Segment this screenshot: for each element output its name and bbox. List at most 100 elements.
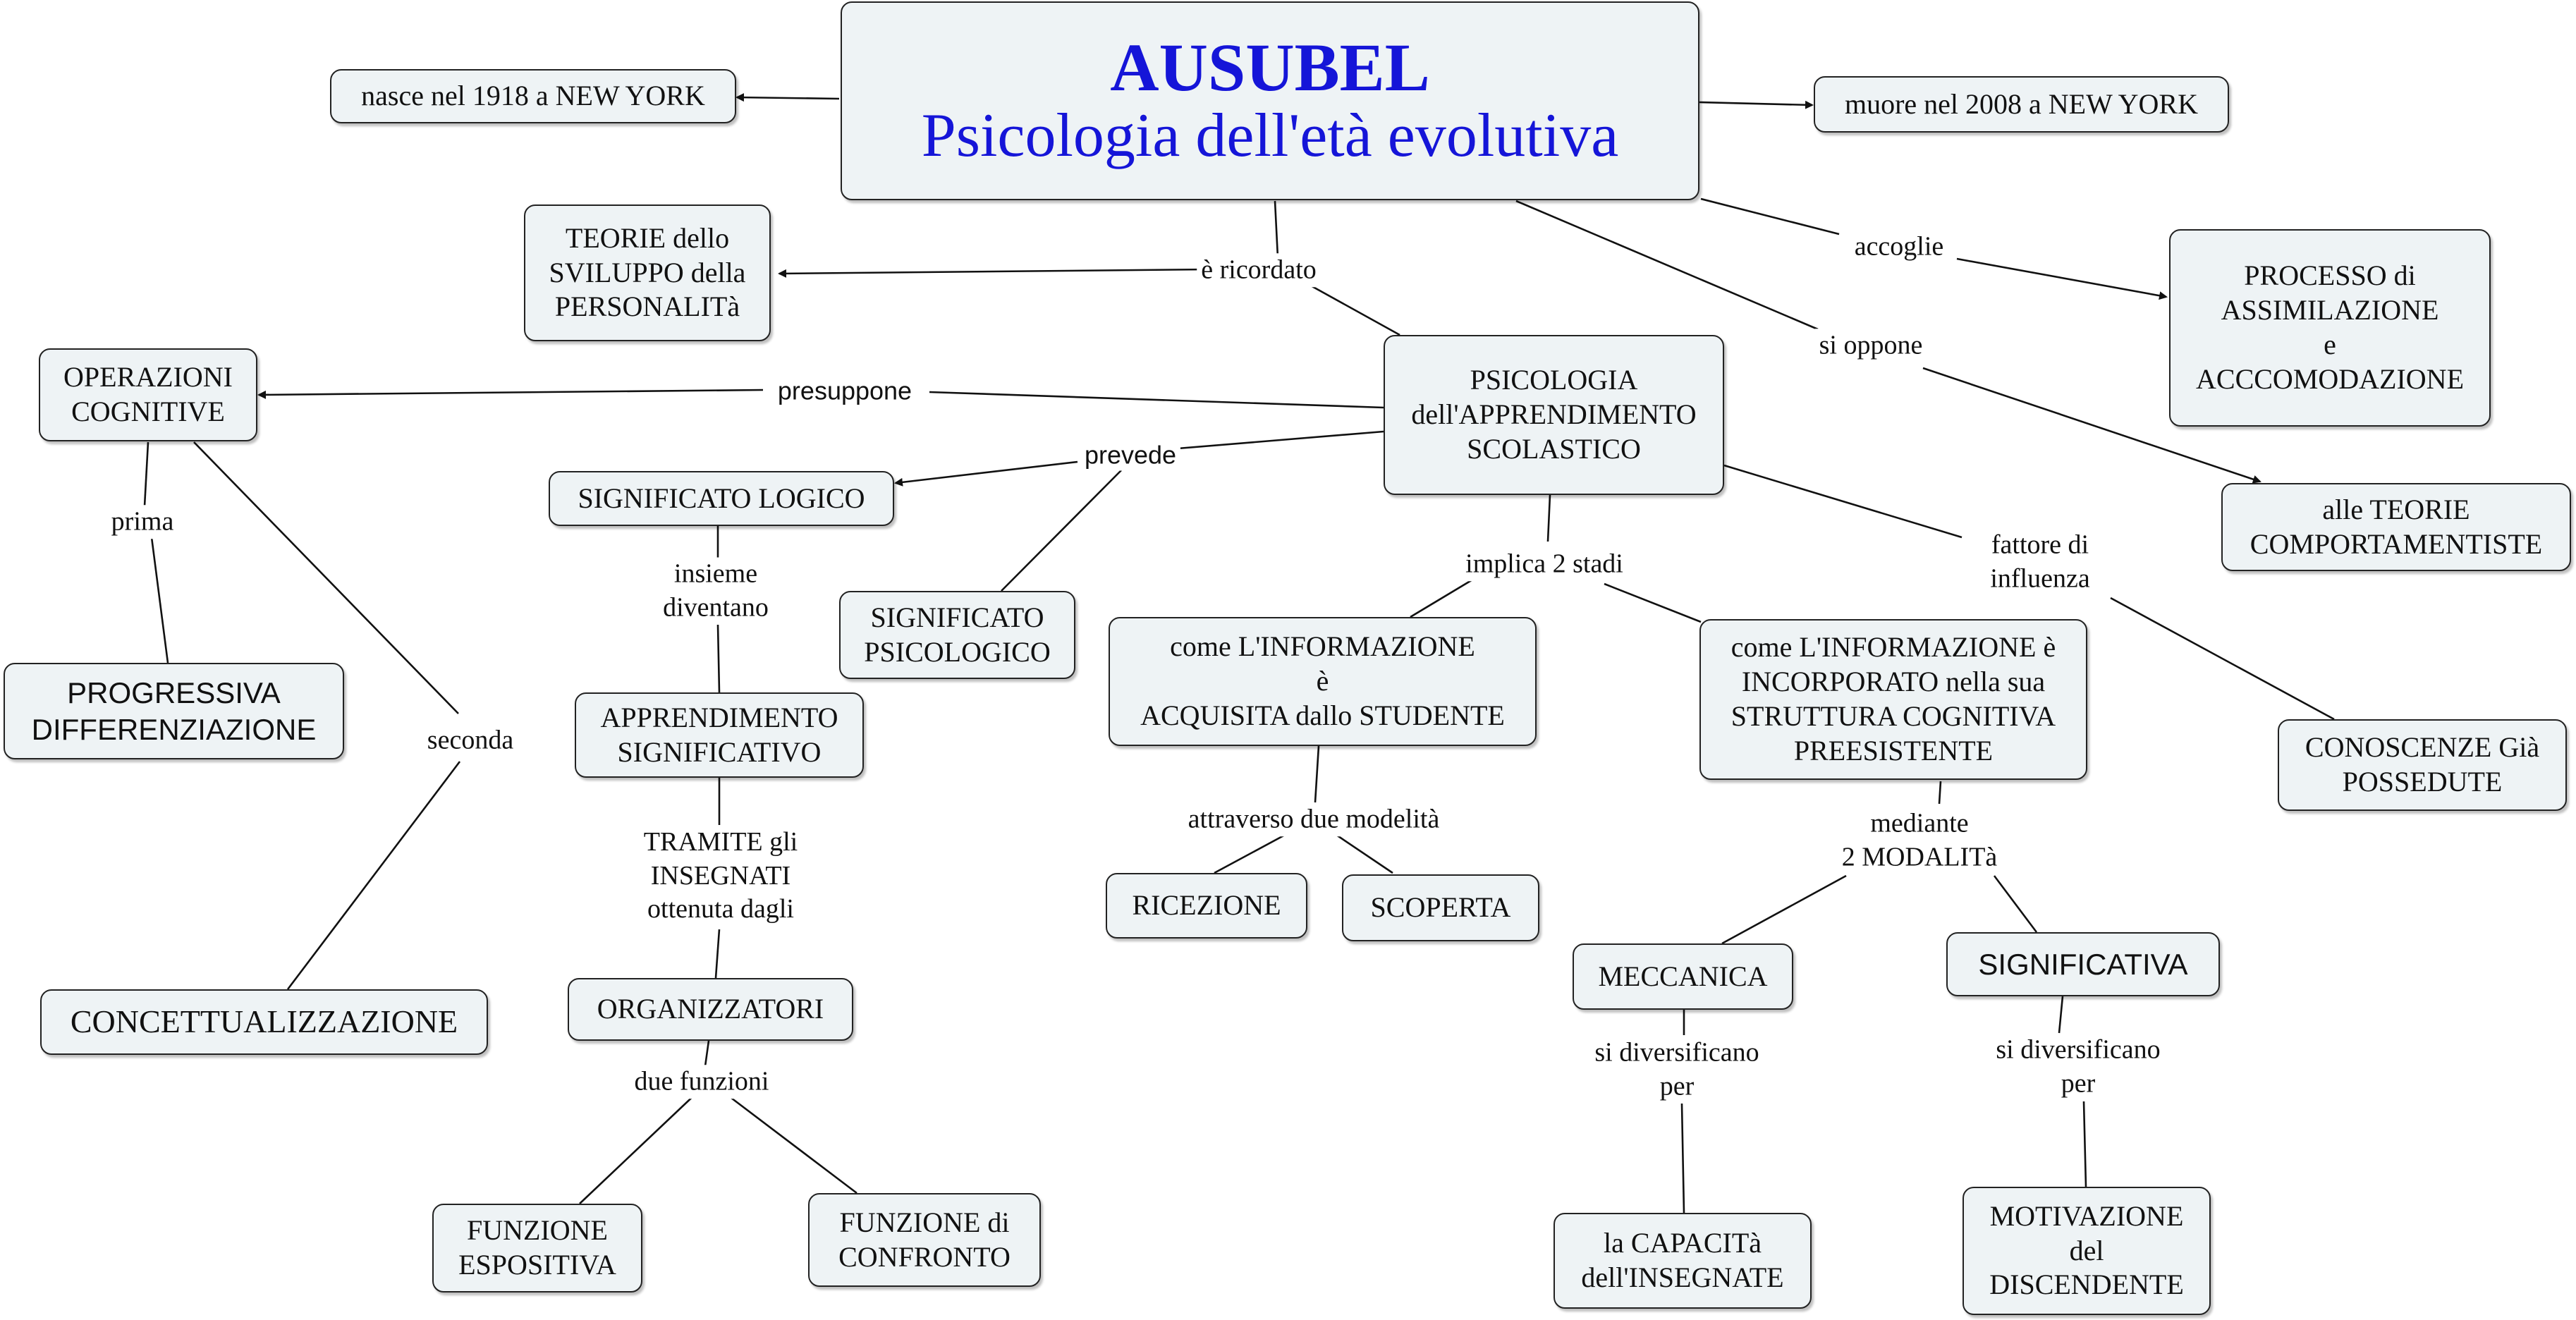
label-si-diversificano-2: si diversificano per: [1991, 1033, 2165, 1101]
link-psicologia-fattore: [1723, 464, 1962, 539]
node-motivazione[interactable]: MOTIVAZIONE del DISCENDENTE: [1962, 1187, 2211, 1315]
link-prevede-logico: [894, 460, 1078, 487]
node-capacita[interactable]: la CAPACITà dell'INSEGNATE: [1553, 1213, 1812, 1309]
label-si-oppone: si oppone: [1814, 329, 1927, 362]
node-informazione-acquisita[interactable]: come L'INFORMAZIONE è ACQUISITA dallo ST…: [1109, 617, 1537, 746]
node-text: RICEZIONE: [1132, 889, 1281, 922]
link-implica-acquisita: [1410, 573, 1482, 618]
label-line: diventano: [663, 592, 769, 622]
node-text-line: CONOSCENZE Già: [2305, 731, 2540, 764]
node-text-line: ESPOSITIVA: [458, 1249, 616, 1281]
label-si-diversificano-1: si diversificano per: [1590, 1036, 1764, 1104]
link-psicologia-presuppone: [929, 391, 1384, 409]
node-significato-psicologico[interactable]: SIGNIFICATO PSICOLOGICO: [839, 591, 1075, 679]
node-text-line: POSSEDUTE: [2342, 766, 2503, 798]
node-scoperta[interactable]: SCOPERTA: [1342, 874, 1539, 941]
node-nasce-text: nasce nel 1918 a NEW YORK: [361, 80, 705, 112]
link-main-nasce: [735, 93, 840, 102]
link-psicologia-prevede: [1168, 430, 1384, 451]
link-diversificano-motivazione: [2082, 1101, 2087, 1187]
link-implica-incorporato: [1604, 582, 1702, 623]
link-presuppone-operazioni: [257, 389, 764, 399]
label-line: per: [1659, 1071, 1695, 1101]
link-organizzatori-funzioni: [704, 1040, 710, 1067]
node-text-line: SIGNIFICATO: [870, 601, 1044, 633]
node-text-line: PROCESSO di: [2244, 259, 2416, 292]
node-text-line: e: [2324, 329, 2336, 360]
link-main-oppone: [1515, 200, 1819, 331]
node-text-line: dell'APPRENDIMENTO: [1411, 398, 1697, 431]
node-text-line: ASSIMILAZIONE: [2221, 294, 2439, 326]
label-accoglie: accoglie: [1850, 230, 1948, 264]
node-concettualizzazione[interactable]: CONCETTUALIZZAZIONE: [40, 989, 488, 1055]
node-muore[interactable]: muore nel 2008 a NEW YORK: [1814, 76, 2229, 133]
node-text-line: ACCCOMODAZIONE: [2196, 362, 2464, 395]
node-significato-logico[interactable]: SIGNIFICATO LOGICO: [549, 471, 894, 526]
label-presuppone: presuppone: [773, 374, 917, 407]
node-text-line: ACQUISITA dallo STUDENTE: [1140, 699, 1505, 731]
node-text-line: SIGNIFICATIVO: [617, 735, 822, 768]
link-seconda-concett: [286, 761, 461, 990]
node-text: SIGNIFICATIVA: [1978, 947, 2188, 981]
link-accoglie-processo: [1956, 257, 2168, 300]
link-operazioni-prima: [143, 441, 149, 507]
node-organizzatori[interactable]: ORGANIZZATORI: [568, 978, 853, 1041]
node-text-line: è: [1316, 665, 1329, 697]
node-text-line: INCORPORATO nella sua: [1741, 666, 2046, 698]
node-text-line: OPERAZIONI: [63, 361, 233, 393]
node-psicologia-apprendimento[interactable]: PSICOLOGIA dell'APPRENDIMENTO SCOLASTICO: [1384, 335, 1724, 495]
node-text-line: PERSONALITà: [554, 291, 740, 323]
node-significativa[interactable]: SIGNIFICATIVA: [1946, 932, 2220, 996]
node-funzione-espositiva[interactable]: FUNZIONE ESPOSITIVA: [432, 1204, 642, 1292]
node-conoscenze[interactable]: CONOSCENZE Già POSSEDUTE: [2278, 719, 2567, 811]
node-text-line: come L'INFORMAZIONE è: [1730, 631, 2056, 664]
node-text: SCOPERTA: [1370, 891, 1511, 924]
node-text-line: PREESISTENTE: [1793, 734, 1994, 766]
link-main-accoglie: [1700, 197, 1840, 236]
node-operazioni-cognitive[interactable]: OPERAZIONI COGNITIVE: [39, 348, 257, 441]
node-teorie-comportamentiste[interactable]: alle TEORIE COMPORTAMENTISTE: [2221, 483, 2571, 571]
link-mediante-meccanica: [1721, 874, 1847, 945]
node-progressiva-differenziazione[interactable]: PROGRESSIVA DIFFERENZIAZIONE: [4, 663, 344, 759]
node-text: SIGNIFICATO LOGICO: [578, 482, 865, 514]
link-funzioni-confronto: [722, 1090, 857, 1194]
main-concept-node[interactable]: AUSUBEL Psicologia dell'età evolutiva: [841, 1, 1699, 200]
main-title: AUSUBEL: [1110, 30, 1430, 106]
node-meccanica[interactable]: MECCANICA: [1573, 943, 1793, 1010]
node-text-line: COMPORTAMENTISTE: [2250, 527, 2543, 560]
link-fattore-conoscenze: [2110, 597, 2335, 721]
node-nasce[interactable]: nasce nel 1918 a NEW YORK: [330, 69, 736, 123]
node-text-line: PSICOLOGIA: [1470, 364, 1638, 396]
node-processo[interactable]: PROCESSO di ASSIMILAZIONE e ACCCOMODAZIO…: [2169, 229, 2491, 427]
label-line: si diversificano: [1594, 1037, 1759, 1068]
node-text-line: DISCENDENTE: [1989, 1269, 2184, 1301]
label-tramite: TRAMITE gli INSEGNATI ottenuta dagli: [639, 825, 802, 927]
label-prevede: prevede: [1080, 439, 1181, 471]
node-muore-text: muore nel 2008 a NEW YORK: [1844, 87, 2198, 120]
node-text: ORGANIZZATORI: [597, 993, 824, 1025]
link-tramite-organizzatori: [714, 929, 721, 979]
node-text-line: PROGRESSIVA: [67, 676, 281, 710]
node-ricezione[interactable]: RICEZIONE: [1106, 873, 1307, 939]
label-line: ottenuta dagli: [647, 893, 794, 924]
link-attraverso-ricezione: [1214, 832, 1288, 874]
node-text-line: APPRENDIMENTO: [600, 701, 838, 733]
node-text-line: PSICOLOGICO: [864, 635, 1051, 668]
label-mediante: mediante 2 MODALITà: [1837, 807, 2002, 874]
label-line: si diversificano: [1996, 1034, 2161, 1065]
node-text-line: FUNZIONE: [467, 1214, 608, 1247]
label-e-ricordato: è ricordato: [1197, 253, 1321, 287]
label-line: TRAMITE gli: [643, 826, 798, 857]
node-informazione-incorporato[interactable]: come L'INFORMAZIONE è INCORPORATO nella …: [1699, 619, 2087, 780]
label-line: fattore di: [1991, 530, 2089, 560]
link-prevede-psicologico: [1001, 470, 1122, 592]
node-funzione-confronto[interactable]: FUNZIONE di CONFRONTO: [808, 1193, 1041, 1287]
link-significativa-diversificano: [2058, 996, 2064, 1034]
label-line: insieme: [673, 558, 758, 589]
node-teorie-sviluppo[interactable]: TEORIE dello SVILUPPO della PERSONALITà: [524, 204, 771, 341]
label-due-funzioni: due funzioni: [630, 1065, 774, 1099]
node-apprendimento-significativo[interactable]: APPRENDIMENTO SIGNIFICATIVO: [575, 692, 864, 778]
main-subtitle: Psicologia dell'età evolutiva: [921, 102, 1619, 171]
link-psicologia-implica: [1546, 494, 1551, 542]
